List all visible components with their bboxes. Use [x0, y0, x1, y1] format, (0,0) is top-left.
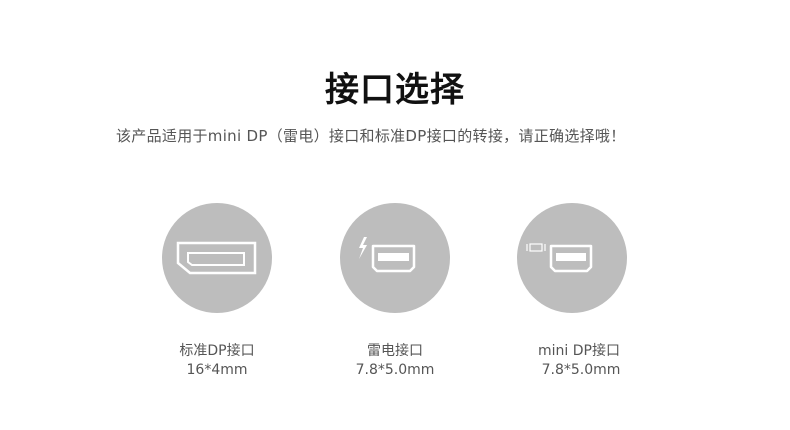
displayport-standard-icon — [176, 241, 257, 275]
port-icon-circle — [162, 203, 272, 313]
port-name: 雷电接口 — [367, 343, 423, 359]
port-size: 7.8*5.0mm — [541, 362, 621, 378]
page-title: 接口选择 — [325, 70, 465, 110]
port-name: 标准DP接口 — [179, 343, 255, 359]
port-icon-circle — [340, 203, 450, 313]
port-option-thunderbolt: 雷电接口 7.8*5.0mm — [340, 203, 450, 378]
page-subtitle: 该产品适用于mini DP（雷电）接口和标准DP接口的转接，请正确选择哦！ — [116, 127, 626, 145]
port-size: 7.8*5.0mm — [355, 362, 435, 378]
port-option-mini-dp: mini DP接口 7.8*5.0mm — [517, 203, 627, 378]
lightning-bolt-icon — [359, 237, 367, 259]
port-icon-circle — [517, 203, 627, 313]
port-option-standard-dp: 标准DP接口 16*4mm — [162, 203, 272, 378]
minidp-logo-icon — [526, 243, 546, 252]
thunderbolt-port-icon — [359, 237, 416, 273]
port-size: 16*4mm — [186, 362, 248, 378]
port-name: mini DP接口 — [538, 343, 620, 359]
mini-displayport-icon — [526, 243, 593, 273]
